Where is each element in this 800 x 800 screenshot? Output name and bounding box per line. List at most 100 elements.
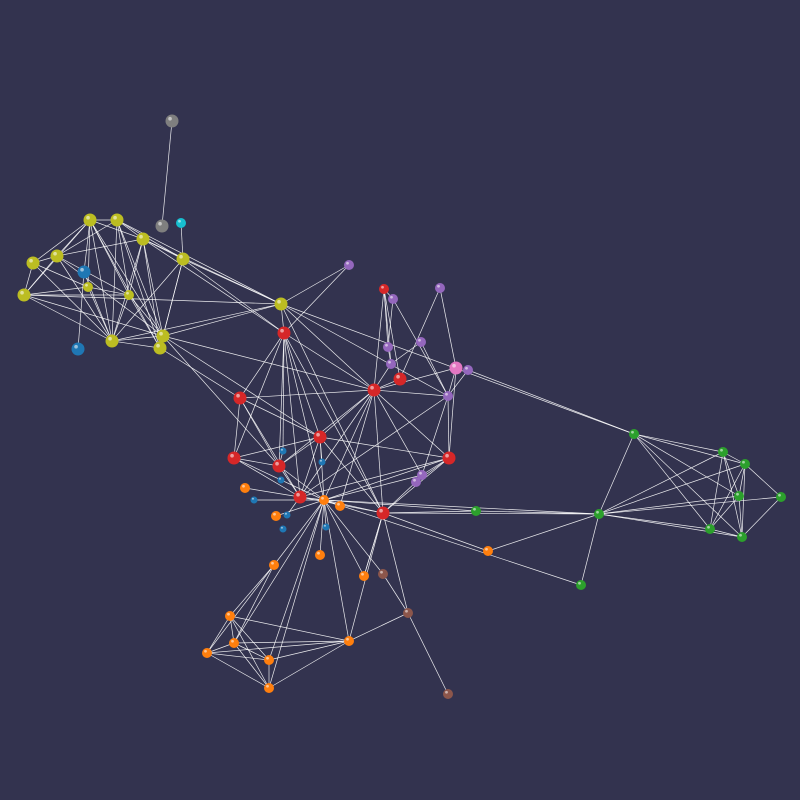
graph-node-highlight-gr3 — [742, 460, 745, 464]
graph-node-highlight-pk1 — [452, 363, 456, 368]
graph-node-orange-o13 — [264, 655, 274, 665]
graph-node-highlight-p6 — [388, 360, 391, 364]
graph-node-highlight-b3 — [280, 448, 283, 451]
graph-edge-gr7-gr9 — [598, 513, 743, 538]
graph-edge-y13-r5 — [159, 347, 241, 399]
graph-edge-r1-r3 — [383, 288, 401, 380]
graph-node-highlight-p4 — [418, 338, 421, 342]
graph-edge-o2-br1 — [323, 499, 384, 575]
graph-edge-y7-y9 — [87, 286, 130, 296]
graph-node-highlight-r7 — [230, 453, 234, 458]
graph-node-blue-b9 — [322, 523, 330, 531]
graph-edge-p7-gr1 — [467, 369, 635, 435]
graph-node-highlight-br1 — [380, 570, 383, 574]
graph-edge-gr7-gr2 — [598, 451, 724, 515]
graph-node-highlight-gr6 — [473, 507, 476, 511]
graph-node-purple-p5 — [383, 342, 393, 352]
graph-edge-gr7-gr8 — [598, 513, 711, 530]
graph-node-highlight-p5 — [385, 343, 388, 347]
graph-edge-g1-g2 — [161, 120, 173, 227]
graph-edge-r1-r4 — [373, 288, 385, 391]
graph-node-purple-p6 — [386, 359, 396, 369]
graph-node-red-r10 — [293, 490, 307, 504]
graph-node-highlight-b2 — [74, 344, 78, 349]
graph-edge-o9-o14 — [229, 615, 270, 689]
graph-node-highlight-gr8 — [707, 525, 710, 529]
graph-edge-y9-y11 — [128, 294, 164, 337]
graph-node-green-gr9 — [737, 532, 747, 542]
graph-edge-gr7-gr3 — [598, 463, 746, 515]
graph-edge-r4-r10 — [299, 389, 375, 498]
graph-node-highlight-y8 — [20, 290, 24, 295]
graph-edge-b1-b2 — [77, 271, 85, 350]
graph-node-highlight-gr7 — [596, 510, 599, 514]
graph-edge-r2-r11 — [283, 332, 384, 514]
graph-node-orange-o10 — [229, 638, 239, 648]
graph-edge-gr7-gr10 — [580, 513, 600, 586]
graph-edge-y6-y10 — [182, 258, 282, 305]
graph-edge-gr1-gr4 — [633, 433, 740, 497]
graph-node-purple-p8 — [443, 391, 453, 401]
graph-edge-p8-r8 — [447, 395, 450, 459]
graph-node-highlight-r2 — [280, 328, 284, 333]
graph-edge-p4-p6 — [390, 341, 422, 365]
graph-edge-o2-gr7 — [323, 499, 600, 515]
graph-node-olive-y6 — [176, 252, 190, 266]
graph-edge-o12-o13 — [206, 652, 270, 661]
graph-node-purple-p2 — [435, 283, 445, 293]
graph-edge-o12-o11 — [206, 640, 350, 654]
graph-node-red-r6 — [313, 430, 327, 444]
graph-edge-r11-o2 — [323, 499, 384, 514]
graph-node-highlight-r1 — [381, 285, 384, 289]
graph-node-highlight-r3 — [396, 374, 400, 379]
graph-edge-r2-r10 — [283, 332, 301, 498]
graph-edge-r4-r5 — [239, 389, 375, 399]
graph-node-highlight-p9 — [419, 471, 422, 475]
graph-edge-o7-o9 — [229, 564, 275, 617]
graph-edge-gr4-gr9 — [738, 495, 743, 538]
graph-node-red-r2 — [277, 326, 291, 340]
graph-node-highlight-gr2 — [720, 448, 723, 452]
graph-edge-r2-r4 — [283, 332, 375, 391]
graph-node-purple-p7 — [463, 365, 473, 375]
graph-node-pink-pk1 — [449, 361, 463, 375]
graph-edge-r8-r10 — [299, 457, 450, 498]
graph-node-highlight-b7 — [284, 512, 287, 515]
graph-edge-gr3-gr4 — [738, 463, 746, 497]
graph-edge-o10-o14 — [233, 642, 270, 689]
graph-edge-y2-y9 — [116, 219, 130, 296]
graph-node-highlight-b9 — [323, 524, 326, 527]
graph-edge-y12-y13 — [111, 340, 161, 349]
graph-edge-pk1-r8 — [448, 367, 457, 459]
graph-node-olive-y5 — [26, 256, 40, 270]
graph-node-highlight-o12 — [204, 649, 207, 653]
graph-edge-y9-y12 — [111, 294, 130, 342]
graph-node-highlight-gr4 — [736, 492, 739, 496]
graph-edge-gr7-gr5 — [598, 496, 782, 515]
graph-edge-y9-y13 — [128, 294, 161, 349]
graph-edge-o10-o11 — [233, 640, 350, 644]
graph-node-highlight-r6 — [316, 432, 320, 437]
graph-node-green-gr7 — [594, 509, 604, 519]
graph-edge-y10-y11 — [162, 303, 282, 337]
graph-node-highlight-r8 — [445, 453, 449, 458]
graph-node-orange-o7 — [269, 560, 279, 570]
graph-node-highlight-y4 — [53, 251, 57, 256]
graph-edge-br2-br3 — [407, 612, 449, 695]
graph-node-olive-y2 — [110, 213, 124, 227]
graph-edge-y3-r2 — [142, 238, 285, 334]
graph-node-highlight-o4 — [273, 512, 276, 516]
graph-edge-o2-o7 — [273, 499, 325, 566]
graph-edge-r4-o2 — [323, 389, 375, 501]
graph-edge-p2-pk1 — [439, 287, 457, 369]
graph-edge-o14-o11 — [268, 640, 350, 689]
graph-node-blue-b8 — [279, 525, 287, 533]
graph-edge-o2-o11 — [323, 499, 350, 642]
graph-node-red-r11 — [376, 506, 390, 520]
graph-edge-y6-r2 — [182, 258, 285, 334]
graph-edge-p1-r2 — [283, 264, 350, 334]
graph-node-highlight-c1 — [178, 219, 181, 223]
graph-edge-o7-o10 — [233, 564, 275, 644]
graph-node-green-gr6 — [471, 506, 481, 516]
